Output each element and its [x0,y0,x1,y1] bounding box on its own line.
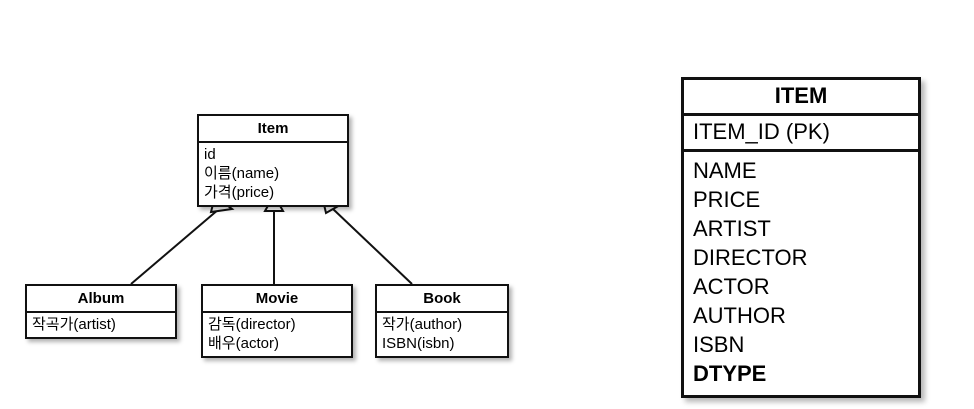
uml-class-item: Item id 이름(name) 가격(price) [197,114,349,207]
uml-class-book-attributes: 작가(author) ISBN(isbn) [377,313,507,356]
uml-class-item-attributes: id 이름(name) 가격(price) [199,143,347,205]
generalization-line-book [332,208,413,285]
uml-class-movie-title: Movie [203,286,351,313]
uml-class-item-title: Item [199,116,347,143]
relational-table-primary-key: ITEM_ID (PK) [684,116,918,152]
table-column: ACTOR [693,274,770,299]
uml-class-album-title: Album [27,286,175,313]
uml-attribute: 배우(actor) [208,335,279,352]
uml-attribute: 작가(author) [382,316,463,333]
table-column: ARTIST [693,216,771,241]
uml-class-movie-attributes: 감독(director) 배우(actor) [203,313,351,356]
relational-table-columns: NAME PRICE ARTIST DIRECTOR ACTOR AUTHOR … [684,152,918,395]
relational-table-item: ITEM ITEM_ID (PK) NAME PRICE ARTIST DIRE… [681,77,921,398]
uml-class-album: Album 작곡가(artist) [25,284,177,339]
uml-attribute: 가격(price) [204,184,275,201]
table-column: ISBN [693,332,745,357]
uml-attribute: 감독(director) [208,316,296,333]
uml-attribute: 작곡가(artist) [32,316,116,333]
uml-class-book: Book 작가(author) ISBN(isbn) [375,284,509,358]
uml-class-book-title: Book [377,286,507,313]
uml-class-album-attributes: 작곡가(artist) [27,313,175,337]
uml-attribute: ISBN(isbn) [382,335,455,352]
table-column: PRICE [693,187,761,212]
relational-table-item-name: ITEM [684,80,918,116]
uml-class-movie: Movie 감독(director) 배우(actor) [201,284,353,358]
table-column: AUTHOR [693,303,786,328]
uml-attribute: 이름(name) [204,165,280,182]
table-column: DIRECTOR [693,245,808,270]
generalization-line-album [130,208,220,285]
uml-attribute: id [204,146,216,163]
table-column: NAME [693,158,757,183]
table-column-dtype: DTYPE [693,361,767,386]
